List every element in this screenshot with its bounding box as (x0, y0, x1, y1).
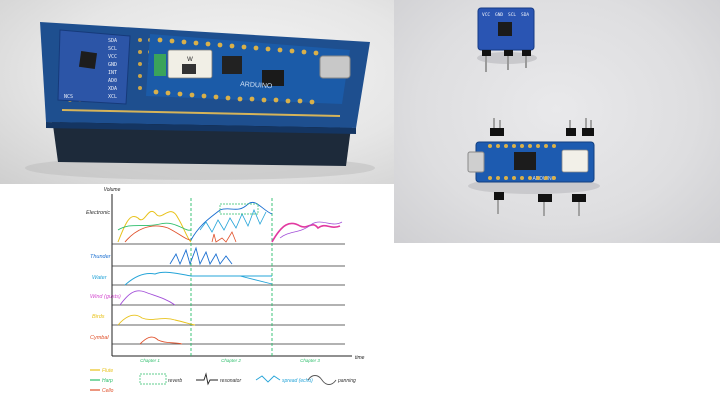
y-axis-label: Volume (104, 187, 121, 193)
lane-label-wind: Wind (gusts) (90, 294, 121, 300)
lane-label-thunder: Thunder (90, 254, 112, 260)
legend: Flute Harp Cello reverb resonator spread… (90, 368, 356, 394)
imu-pin-labels: SDA SCL VCC GND INT AD0 XDA XCL NCS (64, 38, 117, 100)
sound-score-sketch: Volume time Electronic Thunder Water Win… (0, 184, 394, 405)
pin-label: SCL (108, 46, 117, 52)
photo-arduino-stack: W ARDUINO SDA SCL VCC GND INT AD0 XDA XC… (0, 0, 394, 184)
sensor-pin-labels: VCC GND SCL SDA (482, 12, 529, 18)
lane-labels: Electronic Thunder Water Wind (gusts) Bi… (86, 210, 121, 341)
pin-label: GND (108, 62, 117, 68)
lane-label-birds: Birds (92, 314, 105, 320)
legend-resonator: resonator (220, 378, 241, 384)
blank-area (394, 243, 720, 405)
lane-label-water: Water (92, 275, 108, 281)
legend-flute: Flute (102, 368, 113, 374)
lane-label-cymbal: Cymbal (90, 335, 109, 341)
pin-label: SDA (108, 38, 117, 44)
section-label: Chapter 3 (300, 358, 320, 363)
pin-label: VCC (108, 54, 117, 60)
legend-reverb: reverb (168, 378, 182, 384)
pin-label: AD0 (108, 78, 117, 84)
pin-label: SCL (508, 12, 516, 18)
photo-components: VCC GND SCL SDA ARDUINO (394, 0, 720, 243)
pin-label: GND (495, 12, 503, 18)
arduino-brand-text: ARDUINO (240, 81, 273, 90)
pin-label: NCS (64, 94, 73, 100)
x-axis-label: time (355, 355, 365, 361)
pin-label: VCC (482, 12, 490, 18)
legend-panning: panning (337, 378, 356, 384)
legend-cello: Cello (102, 388, 114, 394)
pin-label: INT (108, 70, 117, 76)
components-illustration: VCC GND SCL SDA ARDUINO (467, 7, 600, 216)
section-label: Chapter 1 (140, 358, 160, 363)
legend-spread: spread (echo) (282, 378, 313, 384)
pin-label: XCL (108, 94, 117, 100)
board-brand-text: ARDUINO (532, 176, 555, 182)
section-label: Chapter 2 (221, 358, 241, 363)
legend-harp: Harp (102, 378, 113, 384)
module-marking: W (187, 57, 193, 63)
pin-label: SDA (521, 12, 529, 18)
score-drawing: Volume time Electronic Thunder Water Win… (86, 187, 365, 394)
arduino-stack-illustration: W ARDUINO SDA SCL VCC GND INT AD0 XDA XC… (25, 22, 375, 180)
pin-label: XDA (108, 86, 117, 92)
lane-label-electronic: Electronic (86, 210, 110, 216)
